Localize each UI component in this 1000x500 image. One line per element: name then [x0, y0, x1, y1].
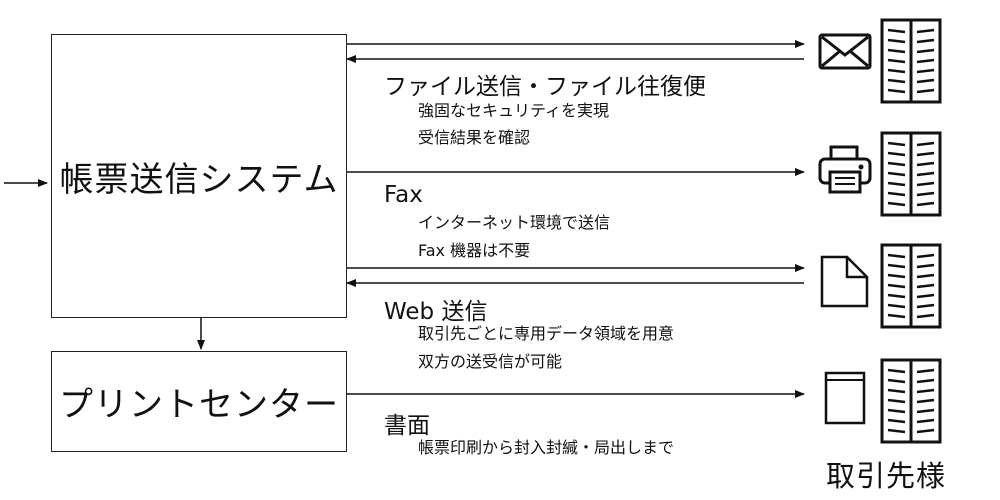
- print-center-box: プリントセンター: [51, 351, 347, 452]
- envelope-icon: [818, 33, 872, 70]
- paper-envelope-icon: [824, 371, 866, 425]
- building-icon: [880, 18, 942, 104]
- system-box: 帳票送信システム: [51, 34, 347, 318]
- route-fax-detail: Fax 機器は不要: [418, 241, 531, 260]
- route-web-detail: 双方の送受信が可能: [418, 352, 563, 371]
- route-fax-detail: インターネット環境で送信: [418, 213, 611, 232]
- route-file-detail: 受信結果を確認: [418, 128, 531, 147]
- route-paper-detail: 帳票印刷から封入封緘・局出しまで: [418, 438, 675, 457]
- route-file-detail: 強固なセキュリティを実現: [418, 101, 610, 120]
- route-file-title: ファイル送信・ファイル往復便: [384, 74, 706, 100]
- system-box-label: 帳票送信システム: [59, 159, 339, 200]
- building-icon: [880, 243, 942, 329]
- route-fax-title: Fax: [384, 182, 423, 208]
- route-web-detail: 取引先ごとに専用データ領域を用意: [418, 324, 675, 343]
- building-icon: [880, 131, 942, 217]
- print-center-label: プリントセンター: [59, 385, 339, 425]
- building-icon: [880, 358, 942, 444]
- printer-icon: [818, 145, 872, 194]
- route-web-title: Web 送信: [384, 299, 488, 325]
- document-icon: [820, 255, 869, 308]
- recipient-label: 取引先様: [826, 459, 947, 493]
- route-paper-title: 書面: [384, 413, 430, 439]
